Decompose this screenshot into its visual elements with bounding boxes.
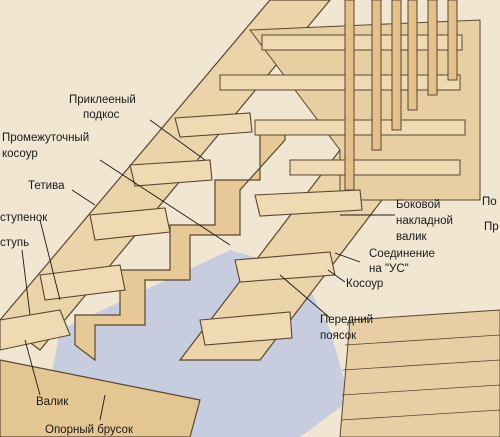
label-intermediate-stringer-line2: косоур [2,148,38,160]
label-front-belt-line2: поясок [320,330,357,342]
left-steps [0,112,253,351]
label-us-joint-line1: Соединение [369,248,435,260]
label-kosour: Косоур [346,278,383,290]
label-glued-strut-line2: подкос [83,109,120,121]
label-intermediate-stringer-line1: Промежуточный [2,132,89,144]
label-side-roller-line2: накладной [396,215,453,227]
right-steps [199,189,363,346]
label-us-joint-line2: на "УС" [369,263,409,275]
balusters [344,0,458,191]
label-step: ступь [0,237,29,249]
label-right-edge-2: Пр [484,221,499,233]
leader-lines [21,119,395,421]
label-right-edge-1: По [482,196,497,208]
label-front-belt-line1: Передний [320,314,373,326]
label-side-roller-line3: валик [396,231,428,243]
floor-board-lines [340,334,500,421]
label-glued-strut-line1: Приклееный [69,94,136,106]
label-side-roller-line1: Боковой [396,199,440,211]
label-tread: ступенок [0,212,48,224]
label-roller: Валик [36,396,69,408]
label-support-beam: Опорный брусок [45,424,134,436]
label-bowstring: Тетива [28,180,65,192]
support-beam-shape [0,359,201,437]
floor-boards [339,309,500,437]
